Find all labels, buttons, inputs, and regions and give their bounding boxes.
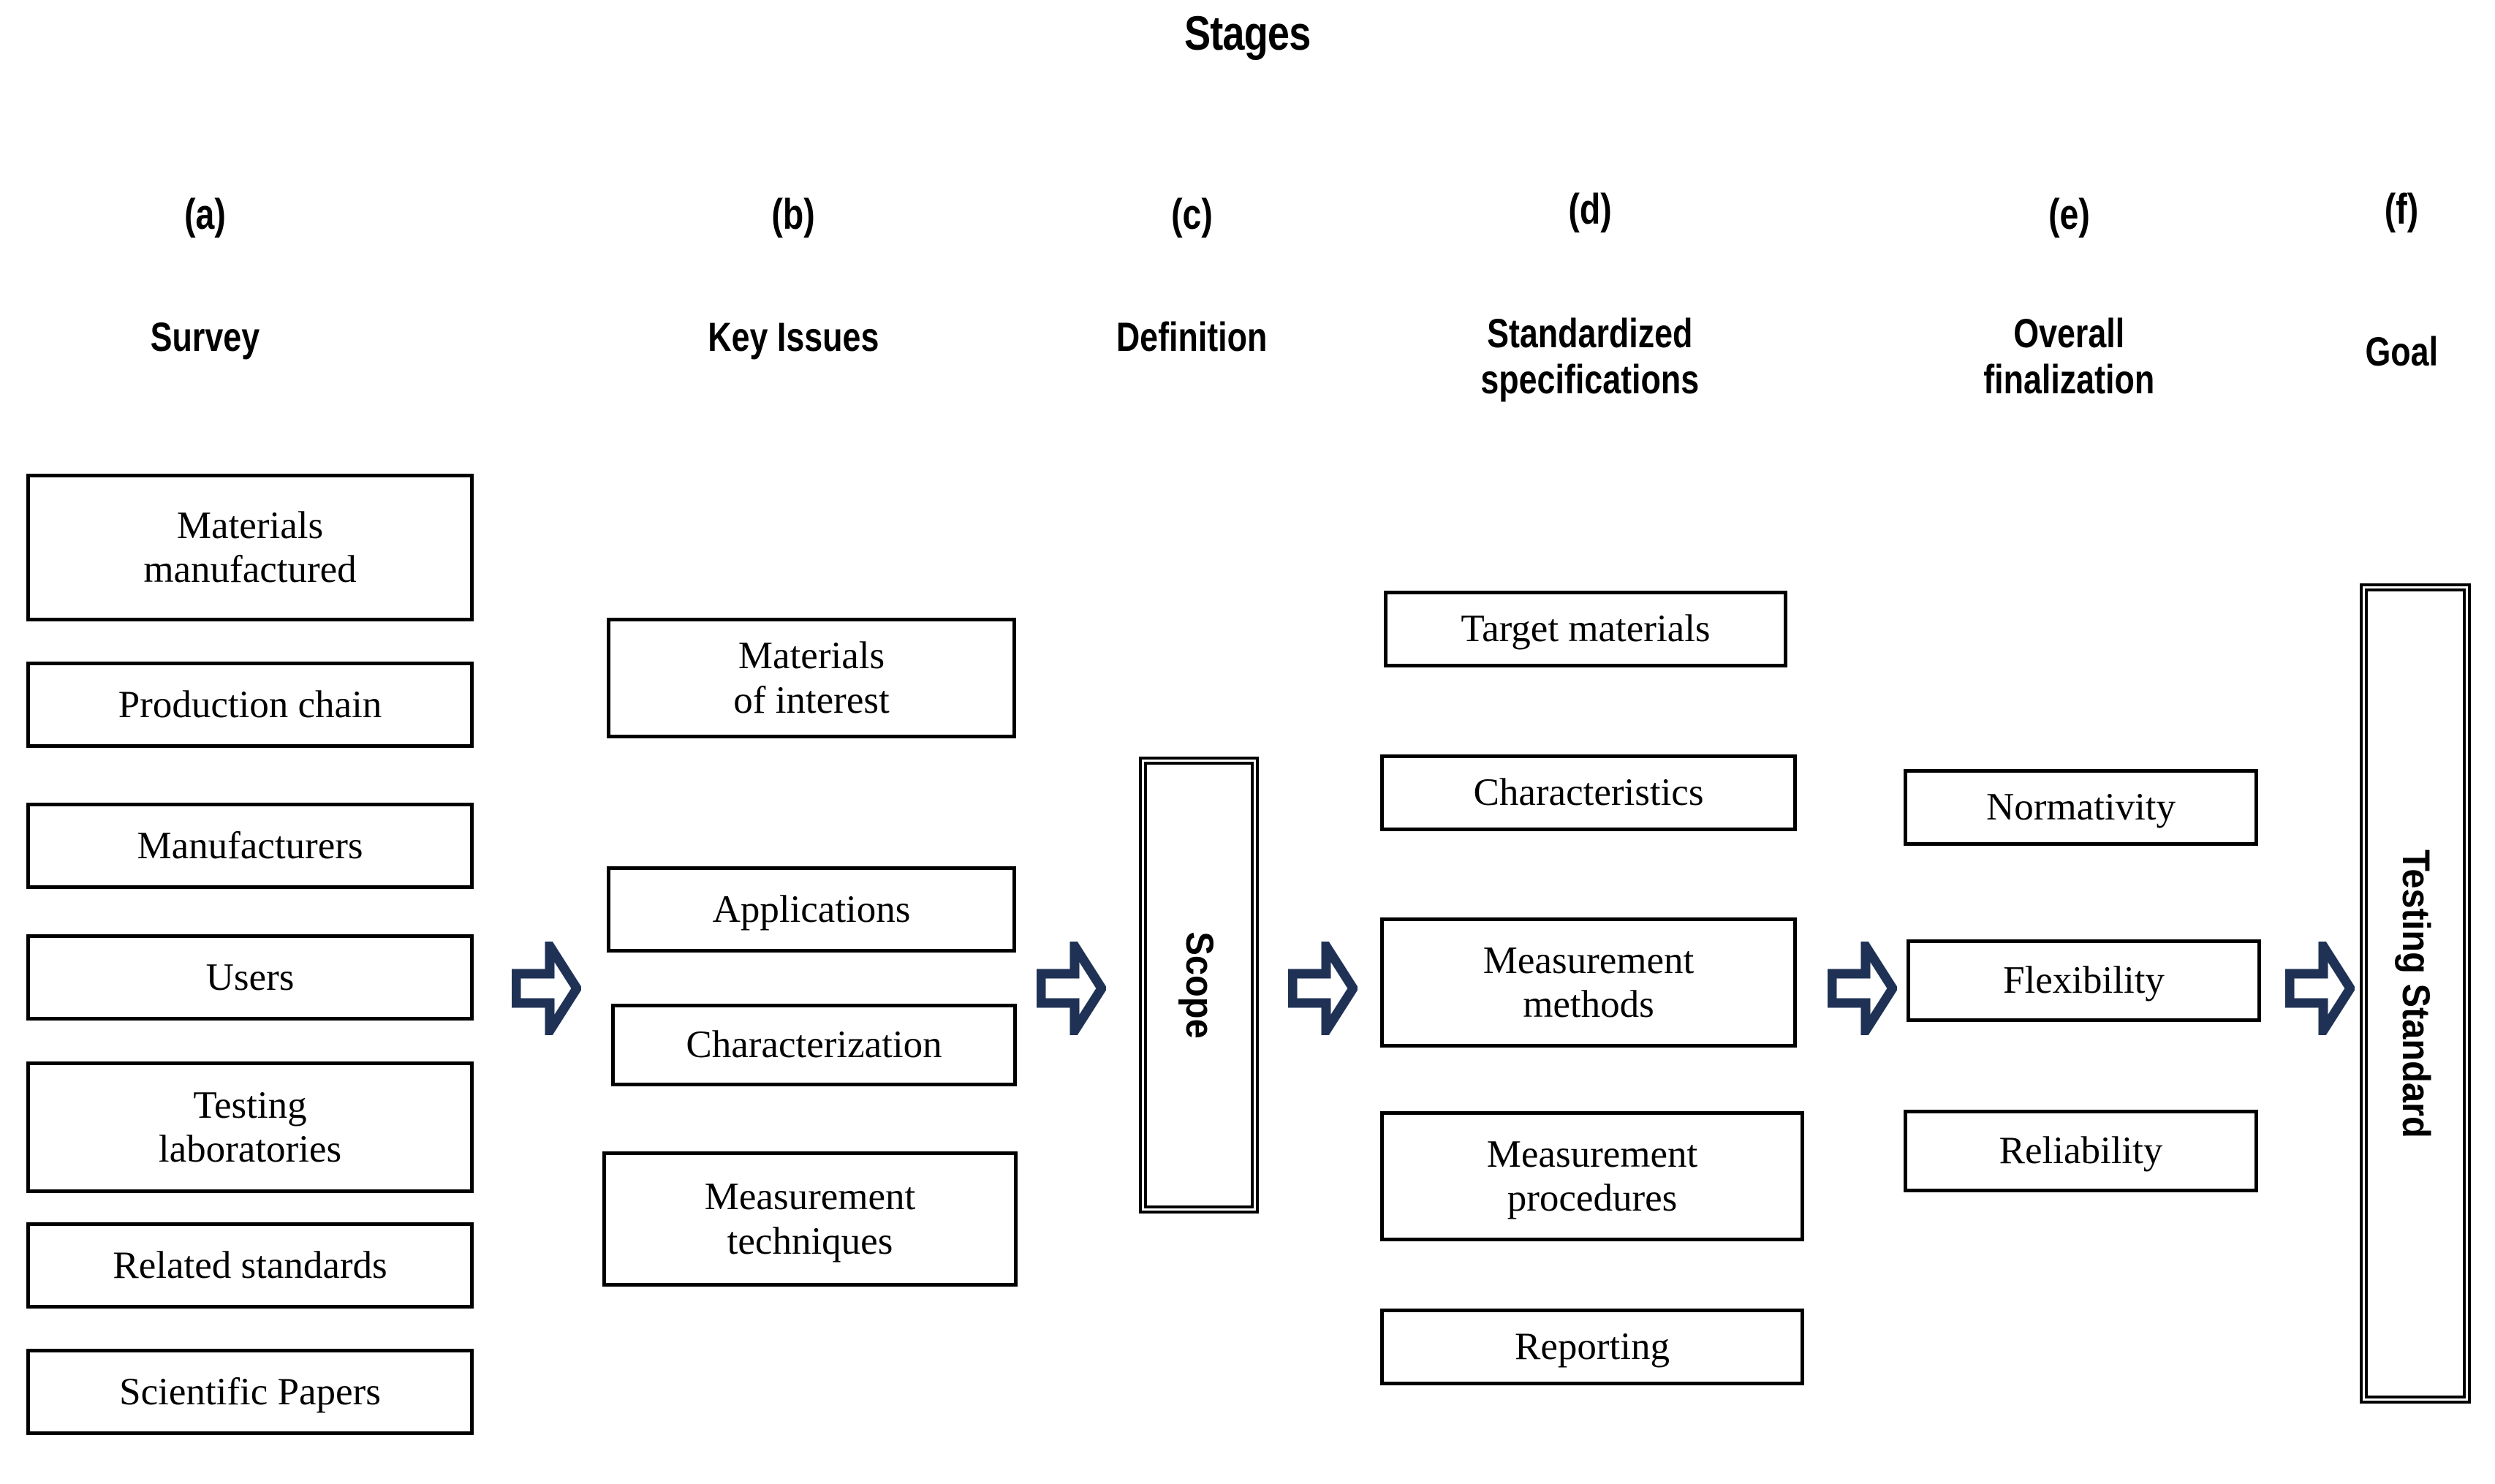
column-name-goal: Goal	[2317, 328, 2485, 375]
box-label: Reliability	[1999, 1129, 2163, 1173]
arrow-definition-to-specifications	[1288, 942, 1358, 1035]
box-scientific-papers[interactable]: Scientific Papers	[26, 1349, 474, 1435]
column-name-key-issues-text: Key Issues	[707, 314, 879, 360]
box-label: Scientific Papers	[119, 1370, 381, 1413]
box-label: Testing Standard	[2394, 849, 2438, 1138]
box-label: Scope	[1178, 931, 1222, 1039]
column-letter-b-text: (b)	[771, 191, 815, 238]
column-name-survey: Survey	[102, 314, 307, 360]
box-reporting[interactable]: Reporting	[1380, 1309, 1804, 1385]
column-letter-d-text: (d)	[1568, 186, 1612, 233]
box-users[interactable]: Users	[26, 934, 474, 1021]
column-name-definition: Definition	[1034, 314, 1349, 360]
box-label: Target materials	[1461, 607, 1711, 651]
box-label: Applications	[712, 887, 911, 931]
arrow-specifications-to-finalization	[1828, 942, 1897, 1035]
box-scope[interactable]: Scope	[1139, 757, 1259, 1214]
box-flexibility[interactable]: Flexibility	[1907, 939, 2261, 1022]
column-letter-c: (c)	[1118, 194, 1265, 236]
column-name-survey-text: Survey	[150, 314, 260, 360]
column-name-key-issues: Key Issues	[647, 314, 939, 360]
column-letter-c-text: (c)	[1170, 191, 1213, 238]
box-production-chain[interactable]: Production chain	[26, 662, 474, 748]
box-characterization[interactable]: Characterization	[611, 1004, 1017, 1086]
box-label: Reporting	[1515, 1325, 1670, 1368]
box-label: Flexibility	[2003, 959, 2165, 1002]
box-label: Characterization	[686, 1023, 942, 1067]
box-label: Normativity	[1985, 786, 2176, 829]
box-label: Manufacturers	[137, 824, 363, 867]
arrow-key-issues-to-definition	[1037, 942, 1106, 1035]
box-label-vertical: Scope	[1177, 927, 1221, 1043]
box-applications[interactable]: Applications	[607, 866, 1016, 953]
box-reliability[interactable]: Reliability	[1904, 1110, 2258, 1192]
box-characteristics[interactable]: Characteristics	[1380, 754, 1797, 831]
column-letter-a-text: (a)	[183, 191, 226, 238]
box-related-standards[interactable]: Related standards	[26, 1222, 474, 1309]
diagram-title-text: Stages	[1184, 6, 1311, 60]
arrow-finalization-to-goal	[2285, 942, 2355, 1035]
column-name-definition-text: Definition	[1116, 314, 1268, 360]
column-letter-e-text: (e)	[2048, 191, 2090, 238]
box-testing-standard[interactable]: Testing Standard	[2360, 583, 2471, 1404]
box-label: Characteristics	[1473, 771, 1704, 814]
arrow-survey-to-key-issues	[512, 942, 581, 1035]
column-letter-f-text: (f)	[2384, 186, 2419, 233]
column-letter-a: (a)	[132, 194, 278, 236]
column-letter-f: (f)	[2328, 189, 2475, 231]
box-normativity[interactable]: Normativity	[1904, 769, 2258, 846]
box-manufacturers[interactable]: Manufacturers	[26, 803, 474, 889]
column-letter-d: (d)	[1517, 189, 1663, 231]
box-label: Production chain	[118, 683, 382, 726]
box-label-vertical: Testing Standard	[2393, 837, 2437, 1151]
column-letter-e: (e)	[1996, 194, 2142, 236]
box-label: Related standards	[113, 1243, 387, 1287]
column-name-goal-text: Goal	[2365, 328, 2438, 374]
column-letter-b: (b)	[720, 194, 866, 236]
box-label: Users	[205, 955, 295, 999]
box-target-materials[interactable]: Target materials	[1384, 591, 1787, 667]
diagram-title: Stages	[0, 9, 2495, 57]
